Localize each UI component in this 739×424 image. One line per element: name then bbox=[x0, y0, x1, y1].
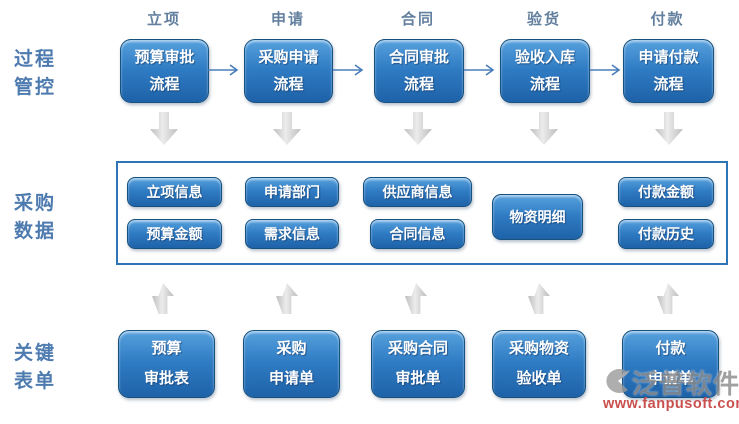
data-box-budget-amount: 预算金额 bbox=[127, 219, 222, 249]
data-box-project-info: 立项信息 bbox=[127, 177, 222, 207]
data-box-label: 需求信息 bbox=[264, 226, 320, 242]
flow-arrow-right-icon bbox=[208, 64, 239, 76]
form-box-label: 申请单 bbox=[268, 370, 314, 387]
row-label-line: 表单 bbox=[14, 371, 57, 392]
row-label-line: 关键 bbox=[14, 343, 57, 364]
data-box-contract-info: 合同信息 bbox=[370, 219, 465, 249]
row-label-key-forms: 关键 表单 bbox=[14, 340, 84, 396]
form-box-purchase-request: 采购 申请单 bbox=[243, 330, 340, 398]
row-label-procurement-data: 采购 数据 bbox=[14, 190, 84, 246]
row-label-line: 采购 bbox=[14, 193, 57, 214]
stage-header-inspection: 验货 bbox=[526, 11, 561, 28]
form-box-label: 采购合同 bbox=[387, 340, 448, 357]
form-box-label: 预算 bbox=[151, 340, 182, 357]
form-box-label: 采购物资 bbox=[508, 340, 569, 357]
flow-arrow-up-icon bbox=[657, 283, 679, 314]
data-box-label: 合同信息 bbox=[389, 226, 446, 242]
flow-arrow-up-icon bbox=[276, 283, 298, 314]
data-box-label: 立项信息 bbox=[146, 184, 203, 200]
flow-arrow-down-icon bbox=[273, 112, 301, 145]
row-label-line: 过程 bbox=[14, 49, 57, 70]
process-box-receiving-warehousing-flow: 验收入库 流程 bbox=[500, 39, 590, 103]
data-box-label: 申请部门 bbox=[264, 184, 320, 200]
data-box-label: 付款金额 bbox=[638, 184, 694, 200]
process-box-label: 流程 bbox=[149, 76, 180, 93]
data-box-payment-history: 付款历史 bbox=[618, 219, 714, 249]
watermark: 泛普软件 www.fanpusoft.com bbox=[598, 363, 739, 421]
row-label-line: 管控 bbox=[14, 77, 57, 98]
process-box-label: 流程 bbox=[403, 76, 434, 93]
process-box-label: 验收入库 bbox=[514, 49, 575, 66]
process-box-payment-request-flow: 申请付款 流程 bbox=[623, 39, 714, 103]
data-box-payment-amount: 付款金额 bbox=[618, 177, 714, 207]
form-box-payment-request: 付款 申请单 bbox=[622, 330, 719, 398]
process-box-budget-approval-flow: 预算审批 流程 bbox=[120, 39, 209, 103]
form-box-label: 审批单 bbox=[395, 370, 441, 387]
stage-header-payment: 付款 bbox=[650, 11, 685, 28]
watermark-url: www.fanpusoft.com bbox=[603, 396, 739, 412]
form-box-label: 采购 bbox=[276, 340, 307, 357]
row-label-line: 数据 bbox=[14, 221, 57, 242]
flow-arrow-up-icon bbox=[152, 283, 174, 314]
form-box-material-acceptance: 采购物资 验收单 bbox=[492, 330, 586, 398]
flow-arrow-right-icon bbox=[464, 64, 495, 76]
process-box-purchase-request-flow: 采购申请 流程 bbox=[244, 39, 333, 103]
form-box-budget-approval: 预算 审批表 bbox=[118, 330, 215, 398]
flow-arrow-right-icon bbox=[333, 64, 364, 76]
process-box-contract-approval-flow: 合同审批 流程 bbox=[374, 39, 464, 103]
flow-arrow-up-icon bbox=[405, 283, 427, 314]
stage-header-application: 申请 bbox=[270, 11, 305, 28]
row-label-process-control: 过程 管控 bbox=[14, 46, 84, 102]
form-box-contract-approval: 采购合同 审批单 bbox=[371, 330, 465, 398]
data-box-supplier-info: 供应商信息 bbox=[363, 177, 472, 207]
flow-arrow-down-icon bbox=[150, 112, 178, 145]
form-box-label: 验收单 bbox=[516, 370, 562, 387]
form-box-label: 付款 bbox=[655, 340, 686, 357]
stage-header-initiation: 立项 bbox=[146, 11, 181, 28]
data-box-label: 供应商信息 bbox=[382, 184, 453, 200]
data-box-label: 付款历史 bbox=[638, 226, 694, 242]
form-box-label: 申请单 bbox=[647, 370, 693, 387]
data-box-demand-info: 需求信息 bbox=[245, 219, 339, 249]
process-box-label: 流程 bbox=[529, 76, 560, 93]
data-box-label: 物资明细 bbox=[509, 209, 566, 225]
process-box-label: 流程 bbox=[273, 76, 304, 93]
flow-arrow-down-icon bbox=[530, 112, 558, 145]
flow-arrow-up-icon bbox=[528, 283, 550, 314]
form-box-label: 审批表 bbox=[143, 370, 189, 387]
flow-arrow-down-icon bbox=[404, 112, 432, 145]
stage-header-contract: 合同 bbox=[400, 11, 435, 28]
watermark-logo-icon bbox=[606, 369, 630, 393]
process-box-label: 预算审批 bbox=[134, 49, 195, 66]
process-box-label: 申请付款 bbox=[638, 49, 699, 66]
flow-arrow-down-icon bbox=[655, 112, 683, 145]
data-box-material-detail: 物资明细 bbox=[492, 194, 583, 240]
data-box-label: 预算金额 bbox=[146, 226, 203, 242]
process-box-label: 采购申请 bbox=[258, 49, 319, 66]
flow-arrow-right-icon bbox=[590, 64, 621, 76]
process-box-label: 流程 bbox=[653, 76, 684, 93]
data-box-request-department: 申请部门 bbox=[245, 177, 339, 207]
watermark-brand: 泛普软件 bbox=[632, 369, 739, 399]
process-box-label: 合同审批 bbox=[388, 49, 449, 66]
